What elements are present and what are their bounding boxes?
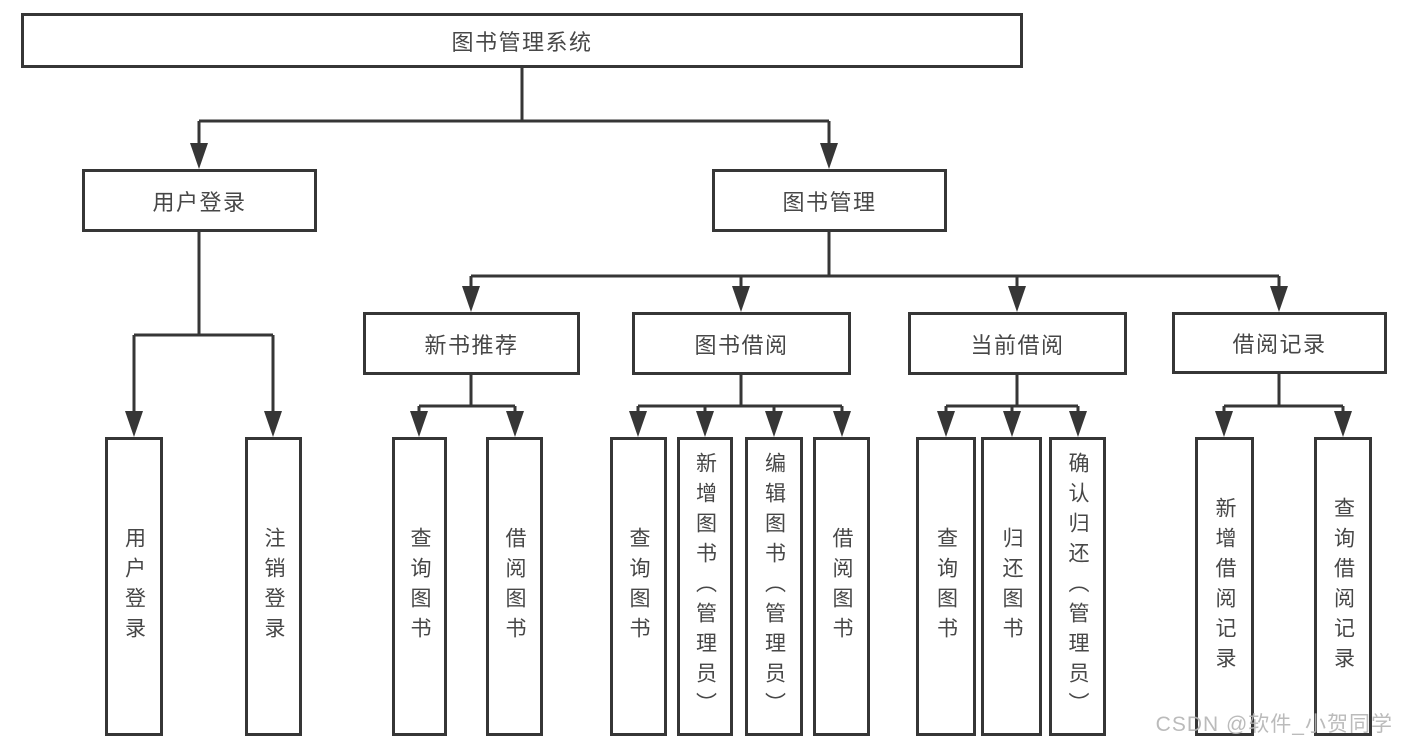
node-leaf-edit-books-admin: 编辑图书（管理员）: [745, 437, 803, 736]
node-label: 查询图书: [934, 526, 958, 647]
arrow-down-icon: [125, 411, 143, 437]
arrow-down-icon: [1008, 286, 1026, 312]
arrow-down-icon: [462, 286, 480, 312]
connector-user-login-to-leaves: [132, 232, 275, 415]
node-book-management: 图书管理: [712, 169, 947, 232]
node-current-borrowing: 当前借阅: [908, 312, 1127, 375]
node-leaf-add-books-admin: 新增图书（管理员）: [677, 437, 733, 736]
node-book-borrowing: 图书借阅: [632, 312, 851, 375]
node-label: 查询图书: [408, 526, 431, 647]
connector-book-mgmt-to-level3: [469, 232, 1281, 290]
node-label: 确认归还（管理员）: [1066, 451, 1089, 722]
arrow-down-icon: [937, 411, 955, 437]
arrow-down-icon: [506, 411, 524, 437]
node-label: 查询图书: [627, 526, 650, 647]
arrow-down-icon: [833, 411, 851, 437]
node-leaf-query-borrow-record: 查询借阅记录: [1314, 437, 1372, 736]
arrow-down-icon: [765, 411, 783, 437]
node-borrowing-records: 借阅记录: [1172, 312, 1387, 374]
node-leaf-user-login: 用户登录: [105, 437, 163, 736]
arrow-down-icon: [629, 411, 647, 437]
arrow-down-icon: [1270, 286, 1288, 312]
node-label: 新增图书（管理员）: [693, 451, 717, 722]
node-leaf-borrow-books-2: 借阅图书: [813, 437, 870, 736]
node-label: 归还图书: [1000, 526, 1023, 647]
node-label: 图书借阅: [694, 332, 789, 358]
arrow-down-icon: [1334, 411, 1352, 437]
node-leaf-add-borrow-record: 新增借阅记录: [1195, 437, 1254, 736]
node-label: 借阅记录: [1232, 332, 1327, 357]
arrow-down-icon: [696, 411, 714, 437]
connector-new-book-rec-to-leaves: [417, 375, 517, 415]
node-label: 图书管理: [782, 189, 877, 215]
arrow-down-icon: [264, 411, 282, 437]
node-leaf-query-books-3: 查询图书: [916, 437, 976, 736]
node-label: 编辑图书（管理员）: [762, 451, 786, 722]
connector-book-borrow-to-leaves: [636, 375, 844, 415]
arrow-down-icon: [190, 143, 208, 169]
connector-root-to-level2: [197, 68, 831, 147]
node-leaf-return-books: 归还图书: [981, 437, 1042, 736]
node-label: 用户登录: [152, 189, 247, 215]
node-label: 借阅图书: [830, 526, 853, 647]
arrow-down-icon: [1215, 411, 1233, 437]
node-label: 注销登录: [262, 526, 285, 647]
arrowhead-icons: [125, 143, 1352, 437]
csdn-watermark: CSDN @软件_小贺同学: [1155, 713, 1393, 736]
connector-current-borrow-to-leaves: [944, 375, 1080, 415]
node-leaf-borrow-books-1: 借阅图书: [486, 437, 543, 736]
node-leaf-query-books-2: 查询图书: [610, 437, 667, 736]
node-leaf-query-books-1: 查询图书: [392, 437, 447, 736]
connector-borrow-records-to-leaves: [1222, 374, 1345, 415]
arrow-down-icon: [732, 286, 750, 312]
node-label: 借阅图书: [503, 526, 526, 647]
node-user-login: 用户登录: [82, 169, 317, 232]
node-label: 新增借阅记录: [1213, 496, 1236, 677]
node-label: 用户登录: [122, 526, 146, 647]
node-label: 当前借阅: [970, 332, 1065, 358]
node-library-management-system: 图书管理系统: [21, 13, 1023, 68]
node-new-book-recommendation: 新书推荐: [363, 312, 580, 375]
node-leaf-confirm-return-admin: 确认归还（管理员）: [1049, 437, 1106, 736]
arrow-down-icon: [1003, 411, 1021, 437]
node-label: 图书管理系统: [451, 29, 593, 55]
arrow-down-icon: [820, 143, 838, 169]
node-label: 新书推荐: [424, 332, 519, 358]
node-leaf-logout: 注销登录: [245, 437, 302, 736]
node-label: 查询借阅记录: [1331, 496, 1355, 677]
arrow-down-icon: [410, 411, 428, 437]
arrow-down-icon: [1069, 411, 1087, 437]
